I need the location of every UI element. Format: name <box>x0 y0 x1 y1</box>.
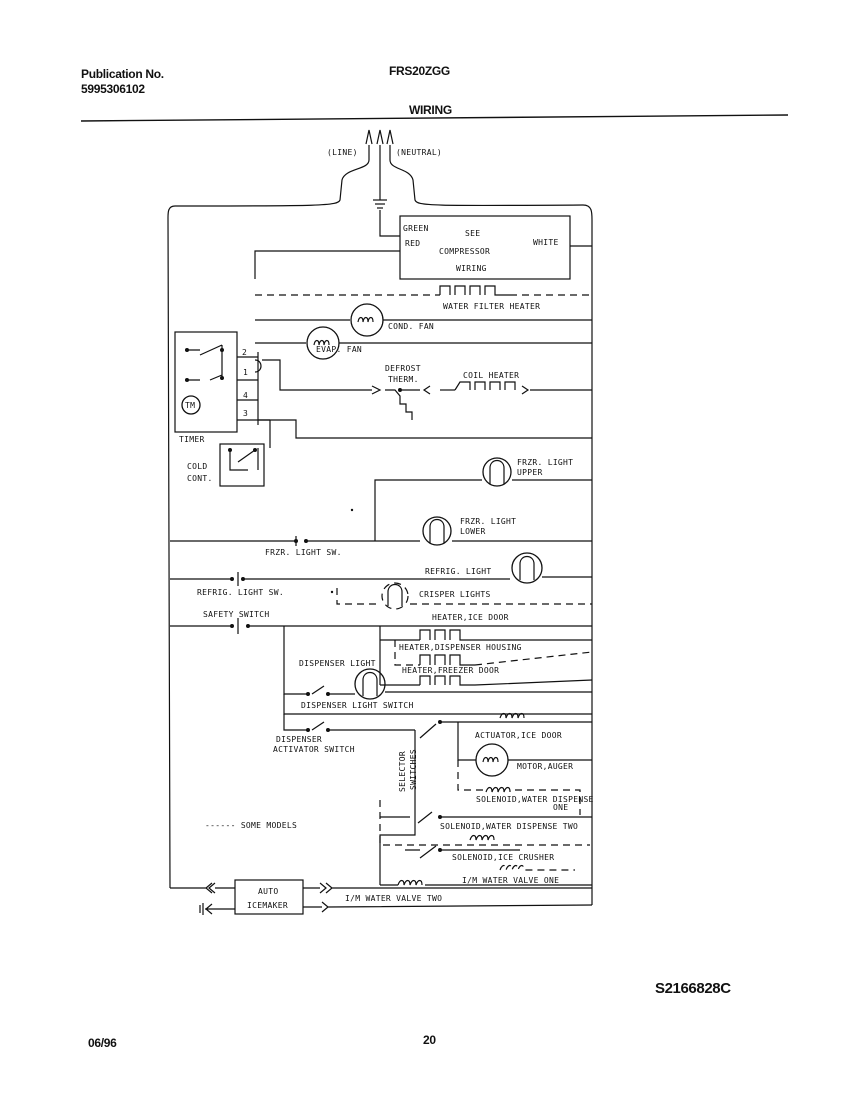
icemaker-label: ICEMAKER <box>247 901 288 910</box>
neutral-label: (NEUTRAL) <box>396 148 442 157</box>
coil-heater-label: COIL HEATER <box>463 371 519 380</box>
cont-label: CONT. <box>187 474 213 483</box>
condenser-fan-motor-icon <box>350 303 384 337</box>
part-code: S2166828C <box>655 980 731 997</box>
terminal-3: 3 <box>243 409 248 418</box>
timer-box <box>174 331 238 433</box>
timer-motor-icon <box>181 395 201 415</box>
terminal-2: 2 <box>242 348 247 357</box>
header-rule <box>80 114 789 122</box>
lower-label: LOWER <box>460 527 486 536</box>
actuator-ice-door-label: ACTUATOR,ICE DOOR <box>475 731 562 740</box>
frzr-light-lower-label: FRZR. LIGHT <box>460 517 516 526</box>
dispenser-light-switch-label: DISPENSER LIGHT SWITCH <box>301 701 414 710</box>
timer-motor-label: TM <box>185 401 195 410</box>
im-valve-one-label: I/M WATER VALVE ONE <box>462 876 559 885</box>
heater-ice-door-label: HEATER,ICE DOOR <box>432 613 509 622</box>
line-label: (LINE) <box>327 148 358 157</box>
red-label: RED <box>405 239 420 248</box>
model-number: FRS20ZGG <box>389 64 450 78</box>
selector-switches-label: SELECTOR <box>398 751 407 792</box>
cond-fan-label: COND. FAN <box>388 322 434 331</box>
cold-label: COLD <box>187 462 207 471</box>
solenoid-water-one-label-b: ONE <box>553 803 568 812</box>
crisper-lights-icon <box>381 582 409 610</box>
refrig-light-label: REFRIG. LIGHT <box>425 567 492 576</box>
footer-date: 06/96 <box>88 1036 117 1050</box>
heater-dispenser-housing-label: HEATER,DISPENSER HOUSING <box>399 643 522 652</box>
solenoid-ice-crusher-label: SOLENOID,ICE CRUSHER <box>452 853 554 862</box>
activator-switch-label: ACTIVATOR SWITCH <box>273 745 355 754</box>
upper-label: UPPER <box>517 468 543 477</box>
selector-label: SELECTOR <box>398 751 407 792</box>
timer-label: TIMER <box>179 435 205 444</box>
frzr-light-upper-label: FRZR. LIGHT <box>517 458 573 467</box>
evap-fan-label: EVAP. FAN <box>316 345 362 354</box>
terminal-1: 1 <box>243 368 248 377</box>
wiring-label: WIRING <box>456 264 487 273</box>
auger-motor-icon <box>475 743 509 777</box>
evaporator-fan-motor-icon <box>306 326 340 360</box>
auto-label: AUTO <box>258 887 278 896</box>
im-valve-two-label: I/M WATER VALVE TWO <box>345 894 442 903</box>
selector-switches-label-2: SWITCHES <box>409 749 418 790</box>
compressor-box <box>399 215 571 280</box>
dispenser-light-icon <box>354 668 386 700</box>
compressor-label: COMPRESSOR <box>439 247 490 256</box>
refrigerator-light-icon <box>511 552 543 584</box>
some-models-legend: ------ SOME MODELS <box>205 821 297 830</box>
auto-icemaker-box <box>234 879 304 915</box>
green-label: GREEN <box>403 224 429 233</box>
terminal-4: 4 <box>243 391 248 400</box>
solenoid-water-two-label: SOLENOID,WATER DISPENSE TWO <box>440 822 578 831</box>
water-filter-heater-label: WATER FILTER HEATER <box>443 302 540 311</box>
switches-label: SWITCHES <box>409 749 418 790</box>
see-label: SEE <box>465 229 480 238</box>
freezer-light-lower-icon <box>422 516 452 546</box>
white-label: WHITE <box>533 238 559 247</box>
crisper-lights-label: CRISPER LIGHTS <box>419 590 491 599</box>
therm-label: THERM. <box>388 375 419 384</box>
refrig-light-sw-label: REFRIG. LIGHT SW. <box>197 588 284 597</box>
dispenser-label: DISPENSER <box>276 735 322 744</box>
freezer-light-upper-icon <box>482 457 512 487</box>
section-title: WIRING <box>409 103 452 117</box>
page-number: 20 <box>423 1033 436 1047</box>
frzr-light-sw-label: FRZR. LIGHT SW. <box>265 548 342 557</box>
safety-switch-label: SAFETY SWITCH <box>203 610 270 619</box>
cold-control-box <box>219 443 265 487</box>
motor-auger-label: MOTOR,AUGER <box>517 762 573 771</box>
heater-freezer-door-label: HEATER,FREEZER DOOR <box>402 666 499 675</box>
publication-number: 5995306102 <box>81 82 145 96</box>
dispenser-light-label: DISPENSER LIGHT <box>299 659 376 668</box>
ground-icon <box>373 199 387 209</box>
defrost-label: DEFROST <box>385 364 421 373</box>
publication-label: Publication No. <box>81 67 164 81</box>
power-plug-icon <box>167 129 593 905</box>
solenoid-water-one-label: SOLENOID,WATER DISPENSE <box>476 795 594 804</box>
defrost-thermostat-icon <box>371 385 431 420</box>
